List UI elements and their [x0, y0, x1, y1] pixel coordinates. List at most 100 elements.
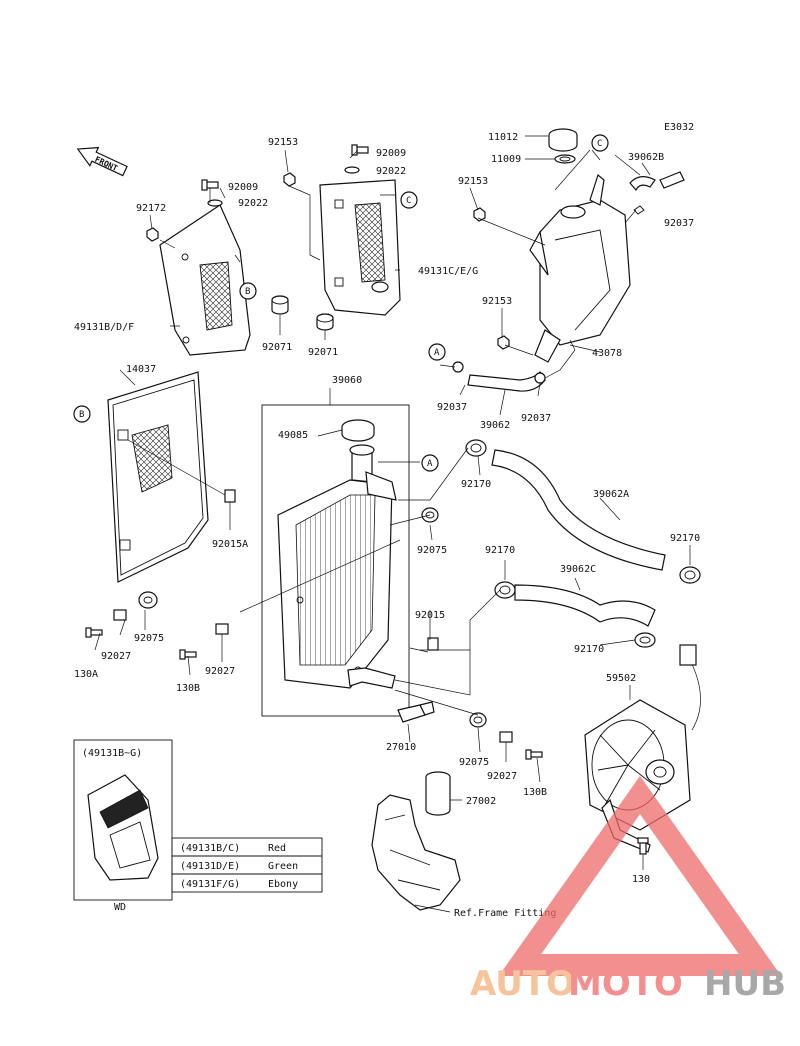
watermark-part1: AUTO: [470, 964, 575, 1004]
frame-bracket: [371, 794, 461, 911]
callout: 92172: [136, 203, 166, 214]
callout: 39060: [332, 375, 362, 386]
callout: 92009: [228, 182, 258, 193]
hose-clamp: [634, 632, 656, 648]
ref-marker-b: B: [73, 405, 91, 423]
callout: 92027: [205, 666, 235, 677]
callout: 92075: [459, 757, 489, 768]
reservoir-tank: [529, 173, 631, 363]
nut: [283, 172, 296, 187]
nut: [497, 335, 510, 350]
callout: 49085: [278, 430, 308, 441]
small-hose: [467, 370, 546, 392]
callout: 92153: [458, 176, 488, 187]
callout: 92015A: [212, 539, 248, 550]
callout: 39062: [480, 420, 510, 431]
svg-text:A: A: [427, 459, 433, 469]
grommet: [271, 295, 289, 315]
watermark-logo: AUTO MOTO HUB: [470, 775, 786, 1004]
callout: 92022: [238, 198, 268, 209]
callout: 130A: [74, 669, 98, 680]
svg-text:B: B: [79, 410, 84, 420]
color-box-header: (49131B~G): [82, 748, 142, 759]
callout: 92170: [574, 644, 604, 655]
callout: 130: [632, 874, 650, 885]
callout: 43078: [592, 348, 622, 359]
svg-text:C: C: [406, 196, 411, 206]
ref-frame-label: Ref.Frame Fitting: [454, 908, 556, 919]
ref-marker-a: A: [421, 454, 439, 472]
front-arrow-icon: FRONT: [76, 146, 128, 177]
callout: 92037: [437, 402, 467, 413]
bolt: [525, 749, 543, 760]
bolt: [351, 144, 369, 156]
callout: 130B: [176, 683, 200, 694]
hose-clip: [534, 372, 546, 384]
watermark-part3: HUB: [704, 964, 786, 1004]
svg-text:B: B: [245, 287, 250, 297]
callout: 49131C/E/G: [418, 266, 478, 277]
fan-relay: [425, 771, 451, 816]
leader-lines: [94, 135, 691, 913]
callout: 92027: [101, 651, 131, 662]
color-row-code: (49131D/E): [180, 861, 240, 872]
breather-hose: [629, 176, 656, 192]
color-row-name: Ebony: [268, 879, 298, 890]
callout: 39062A: [593, 489, 629, 500]
bolt: [179, 649, 197, 660]
washer: [207, 199, 223, 207]
radiator-cap: [341, 419, 375, 442]
callout: 92075: [417, 545, 447, 556]
callout: 92022: [376, 166, 406, 177]
callout: 92170: [485, 545, 515, 556]
collar: [113, 609, 127, 621]
bracket-clip: [427, 637, 439, 651]
callout: 27010: [386, 742, 416, 753]
color-row-name: Green: [268, 861, 298, 872]
callout: 11012: [488, 132, 518, 143]
right-shroud: [319, 179, 401, 316]
upper-radiator-hose: [491, 449, 666, 571]
callout: 27002: [466, 796, 496, 807]
hose-clamp: [465, 439, 487, 457]
callout: 92170: [461, 479, 491, 490]
callout: 59502: [606, 673, 636, 684]
color-box-caption: WD: [114, 902, 126, 913]
callout: 92071: [308, 347, 338, 358]
callout: 39062B: [628, 152, 664, 163]
color-row-code: (49131B/C): [180, 843, 240, 854]
grommet: [316, 313, 334, 331]
callout: 92027: [487, 771, 517, 782]
color-row-name: Red: [268, 843, 286, 854]
svg-text:A: A: [434, 348, 440, 358]
callout: 130B: [523, 787, 547, 798]
radiator: [277, 444, 397, 689]
ref-marker-a: A: [428, 343, 446, 361]
ref-marker-b: B: [239, 282, 257, 300]
nut: [146, 227, 159, 242]
callout: 49131B/D/F: [74, 322, 134, 333]
hose-clamp: [494, 581, 516, 599]
hose-clamp: [679, 566, 701, 584]
callout: 92075: [134, 633, 164, 644]
washer: [344, 166, 360, 174]
shroud-decal-illustration: [87, 774, 159, 881]
grommet: [469, 712, 487, 728]
temperature-sensor: [397, 701, 435, 723]
radiator-screen: [107, 371, 236, 583]
callout: 11009: [491, 154, 521, 165]
bolt: [637, 837, 649, 855]
diagram-code: E3032: [664, 122, 694, 133]
watermark-part2: MOTO: [568, 964, 683, 1004]
callout: 92037: [664, 218, 694, 229]
callout: 92153: [482, 296, 512, 307]
lower-radiator-hose: [514, 584, 656, 627]
left-shroud: [159, 204, 251, 356]
ref-marker-c: C: [400, 191, 418, 209]
callout: 92015: [415, 610, 445, 621]
grommet: [138, 591, 158, 609]
callout: 92009: [376, 148, 406, 159]
radiator-group-box: [261, 404, 410, 717]
bolt: [201, 179, 219, 191]
